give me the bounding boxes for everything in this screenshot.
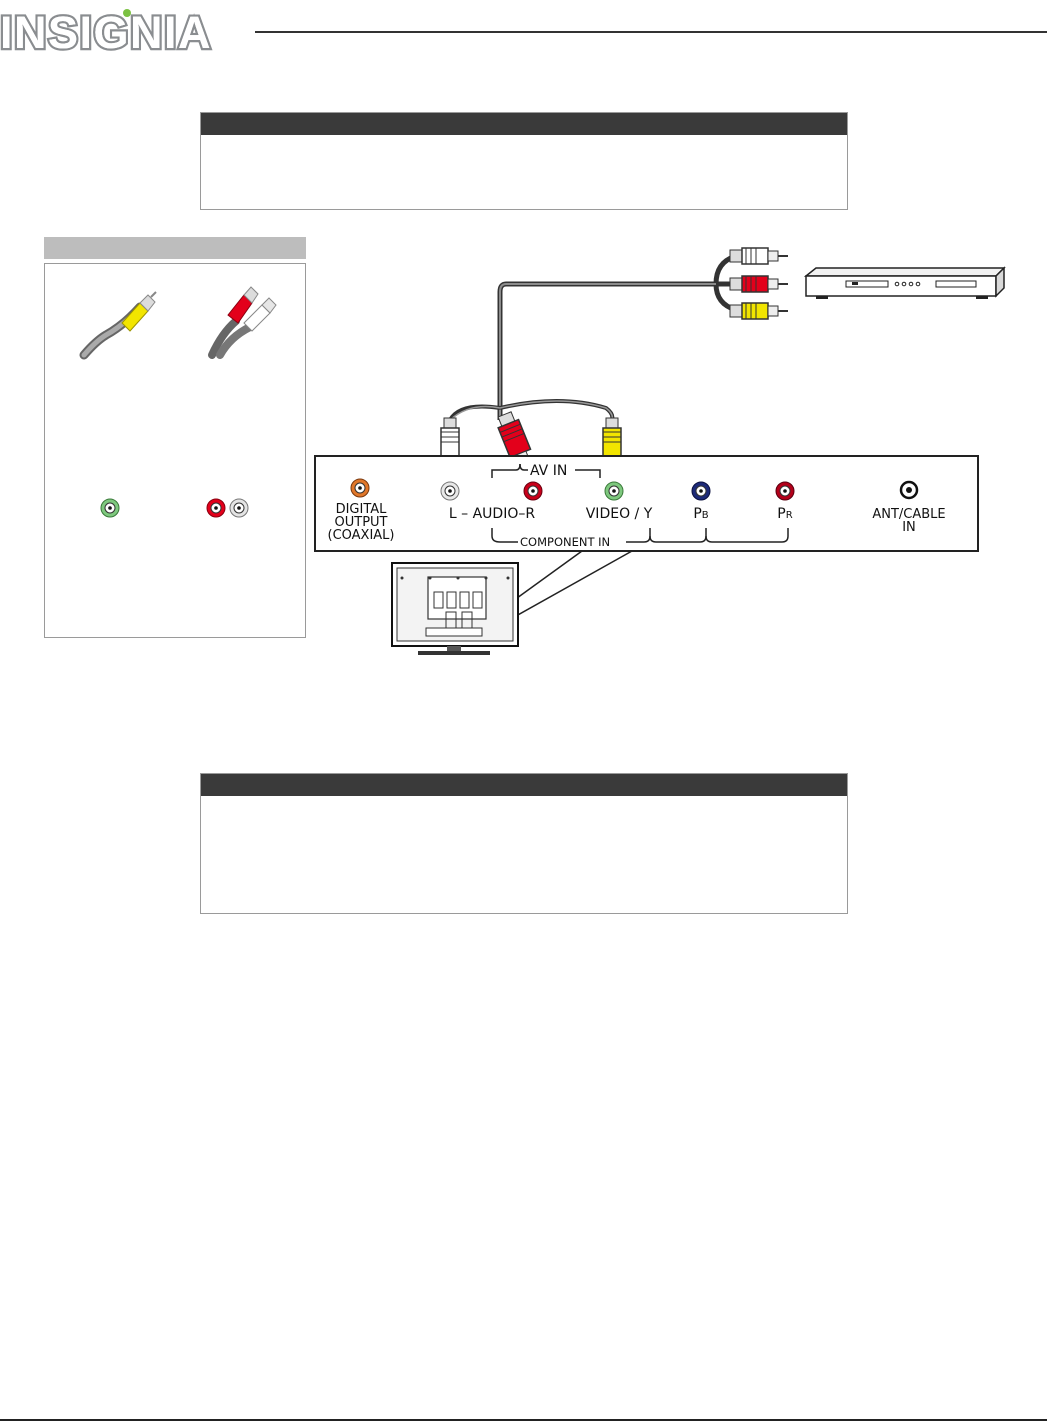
connection-diagram: AV IN COMPONENT IN [314, 247, 1006, 655]
pr-jack-icon [775, 481, 795, 501]
stereo-audio-cable-icon [208, 286, 277, 359]
av-in-label: AV IN [530, 463, 567, 479]
footer-rule [0, 1419, 1047, 1421]
pr-label: PR [777, 506, 792, 522]
note-box-top [200, 112, 848, 210]
note-box-bottom [200, 773, 848, 914]
audio-l-jack-icon [440, 481, 460, 501]
digital-output-jack-icon [350, 478, 370, 498]
av-cable [448, 281, 716, 422]
insignia-logo: INSIGNIA INSIGNIA [0, 5, 213, 60]
component-in-label: COMPONENT IN [520, 535, 610, 549]
sidebar-body [44, 263, 306, 638]
note-header-top [201, 113, 847, 135]
device-cable-plugs [713, 247, 788, 320]
ant-cable-label-1: ANT/CABLE [872, 507, 945, 522]
header-rule [255, 31, 1047, 33]
tv-jack-panel: AV IN COMPONENT IN [314, 455, 979, 552]
cable-sidebar [44, 237, 306, 638]
composite-video-cable-icon [79, 291, 157, 360]
note-header-bottom [201, 774, 847, 796]
ant-cable-label-2: IN [902, 520, 916, 535]
green-video-jack-icon [100, 498, 120, 518]
svg-text:INSIGNIA: INSIGNIA [0, 7, 212, 58]
digital-output-label-1: DIGITAL [336, 502, 388, 517]
ant-cable-jack-icon [899, 480, 919, 500]
digital-output-label-2: OUTPUT [335, 515, 388, 530]
pb-label: PB [693, 506, 708, 522]
digital-output-label-3: (COAXIAL) [328, 528, 395, 543]
dvd-player-icon [803, 266, 1006, 299]
sidebar-header [44, 237, 306, 259]
audio-r-jack-icon [523, 481, 543, 501]
audio-jacks-icon [206, 498, 249, 518]
tv-back-icon [391, 562, 519, 655]
video-y-jack-icon [604, 481, 624, 501]
audio-label: L – AUDIO–R [449, 506, 535, 522]
pb-jack-icon [691, 481, 711, 501]
page-header: INSIGNIA INSIGNIA [0, 0, 1047, 60]
video-y-label: VIDEO / Y [586, 506, 653, 522]
svg-text:INSIGNIA: INSIGNIA [0, 7, 212, 58]
